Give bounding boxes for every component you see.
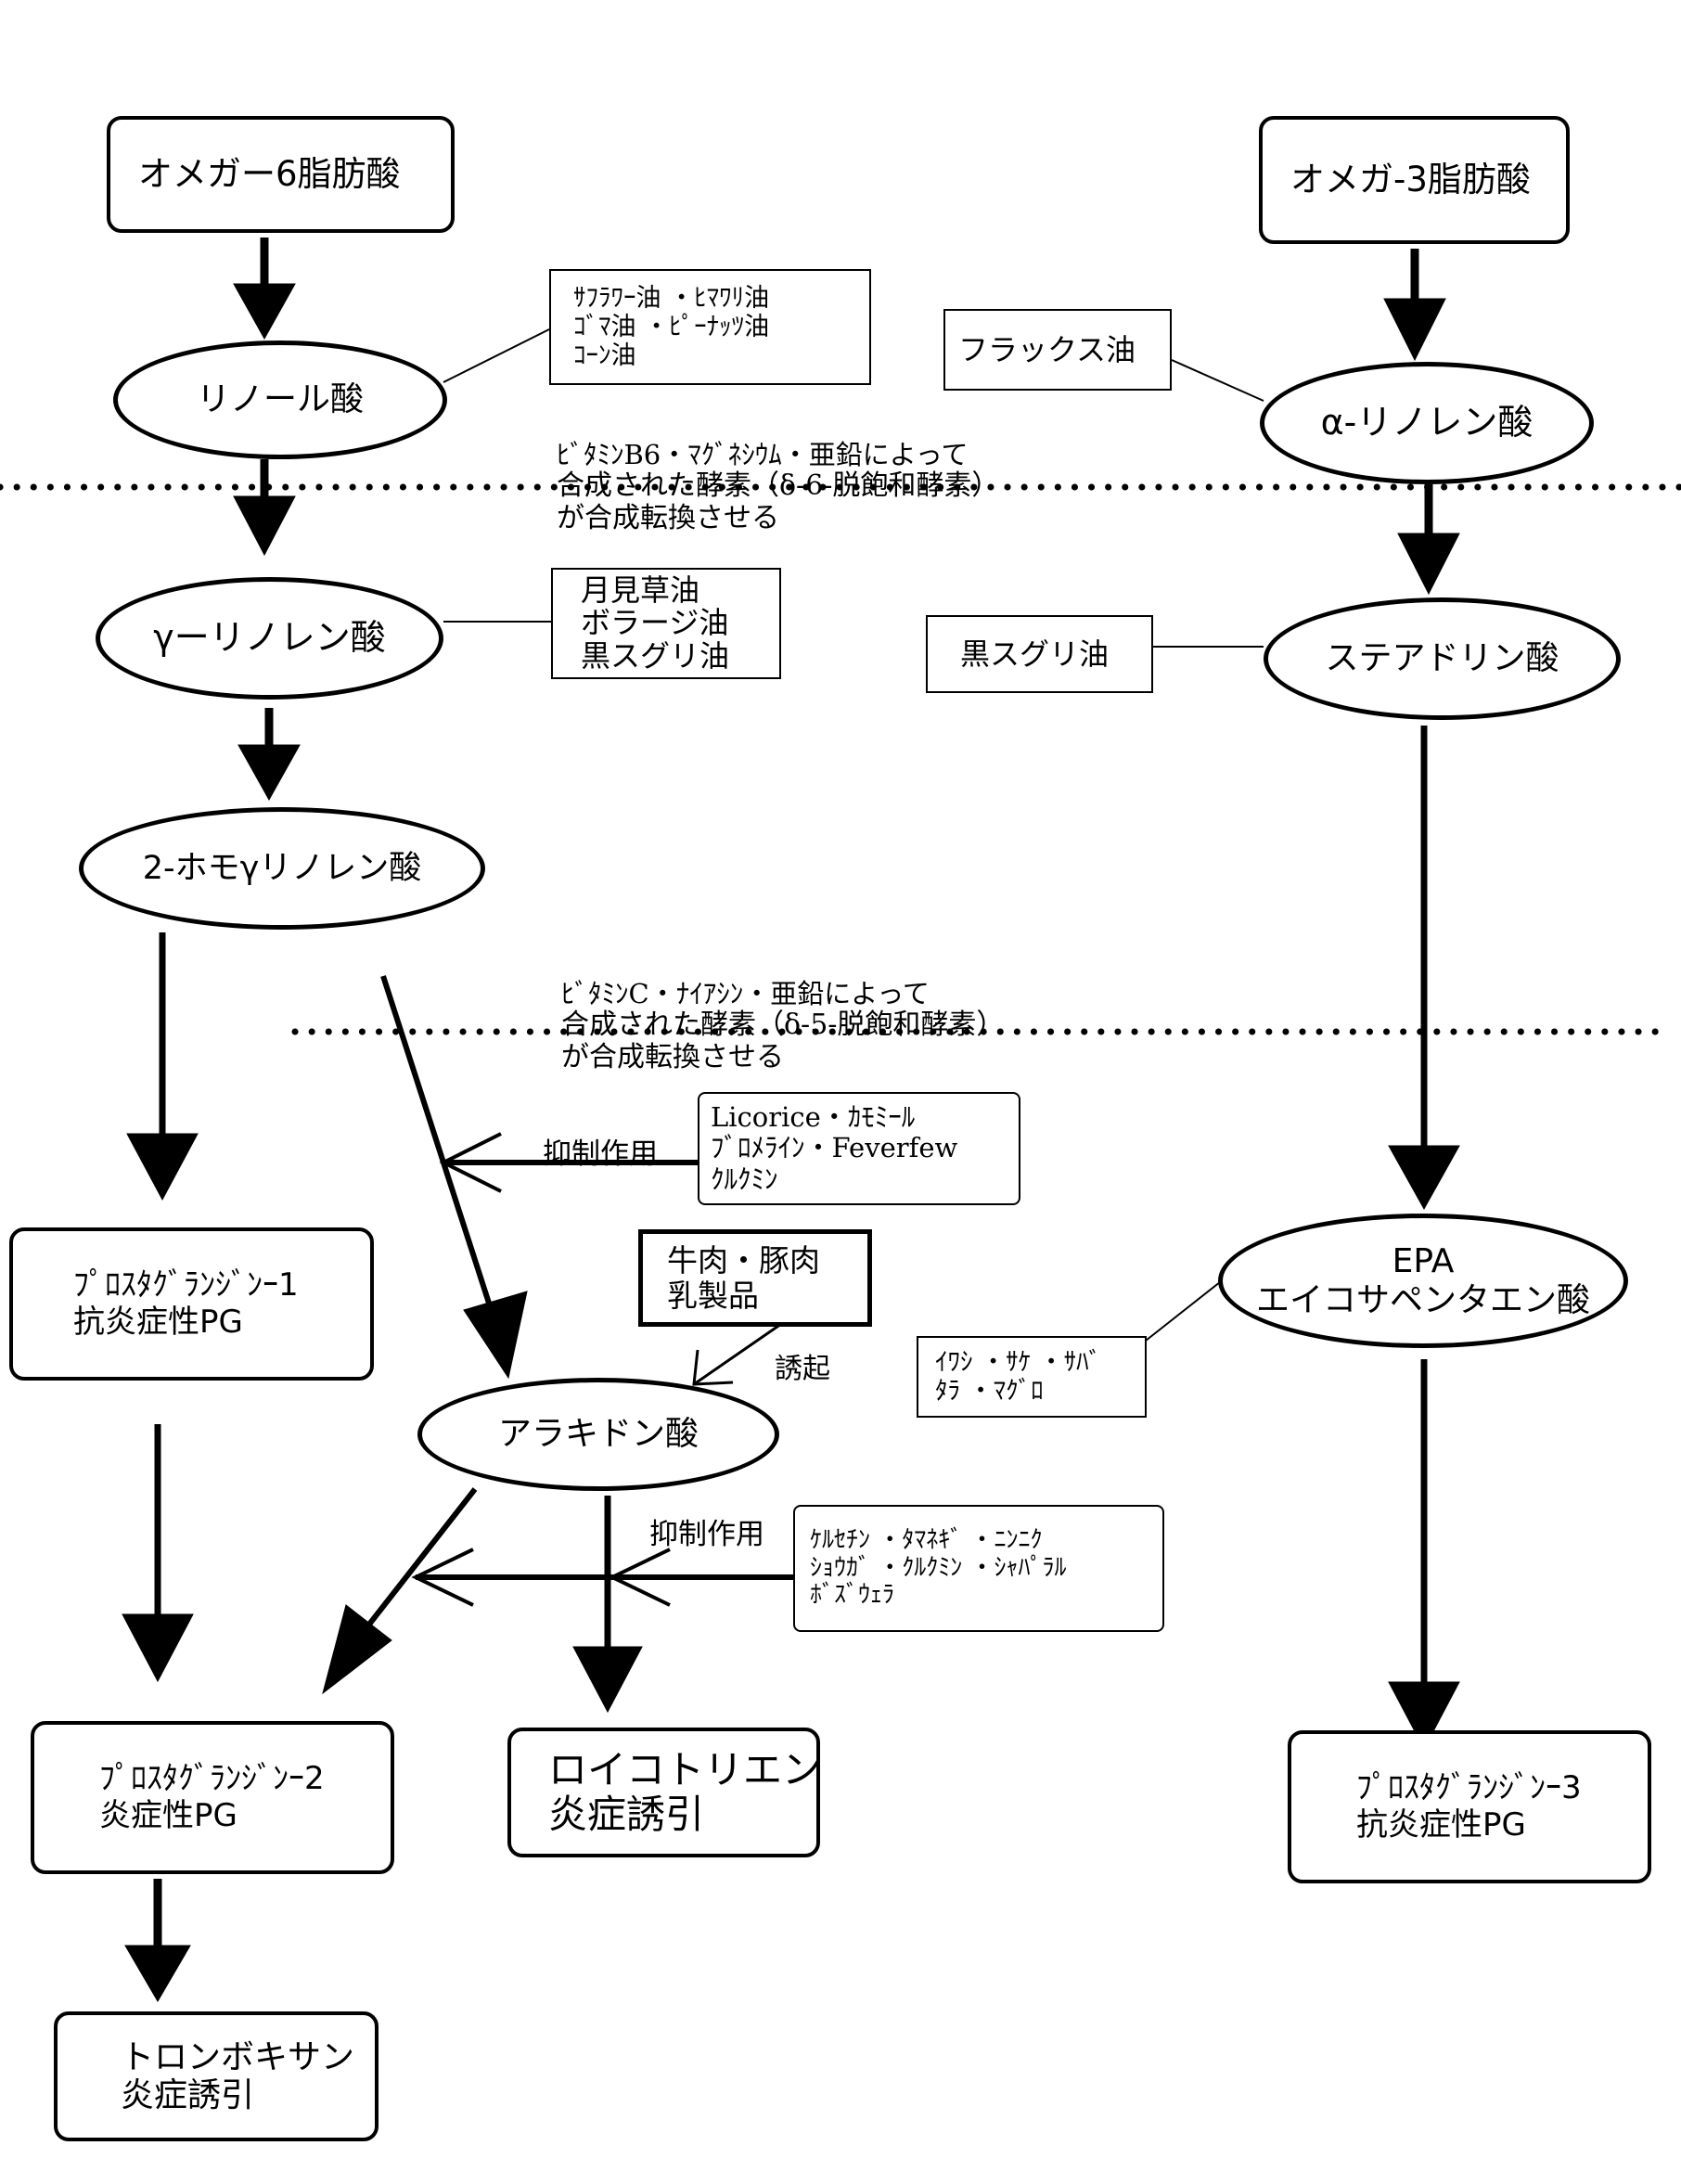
inhibitor1-line1: Licorice・ｶﾓﾐｰﾙ	[711, 1100, 916, 1133]
pg1-box: ﾌﾟﾛｽﾀｸﾞﾗﾝｼﾞﾝｰ1 抗炎症性PG	[9, 1227, 374, 1381]
inhibit2-label: 抑制作用	[649, 1518, 764, 1551]
dihomo-to-arachidonic-arrow	[380, 975, 496, 1318]
pg3-box: ﾌﾟﾛｽﾀｸﾞﾗﾝｼﾞﾝｰ3 抗炎症性PG	[1288, 1730, 1651, 1883]
delta6-note-line3: が合成転換させる	[557, 501, 779, 534]
leukotriene-title: ロイコトリエン	[548, 1746, 822, 1792]
delta5-enzyme-note: ﾋﾞﾀﾐﾝC・ﾅｲｱｼﾝ・亜鉛によって 合成された酵素（δ-5-脱飽和酵素） が…	[561, 978, 1005, 1073]
omega6-label: オメガー6脂肪酸	[138, 153, 401, 194]
linoleic-oval: リノール酸	[113, 340, 447, 459]
pg2-title: ﾌﾟﾛｽﾀｸﾞﾗﾝｼﾞﾝｰ2	[99, 1760, 325, 1798]
omega3-box: オメガ-3脂肪酸	[1259, 116, 1570, 244]
meat-dairy-line1: 牛肉・豚肉	[667, 1241, 820, 1278]
pg2-box: ﾌﾟﾛｽﾀｸﾞﾗﾝｼﾞﾝｰ2 炎症性PG	[31, 1721, 394, 1874]
leukotriene-subtitle: 炎症誘引	[548, 1792, 705, 1837]
meat-dairy-line2: 乳製品	[667, 1277, 759, 1314]
thromboxane-title: トロンボキサン	[121, 2037, 355, 2076]
linoleic-label: リノール酸	[196, 380, 364, 419]
gamma-oils-line1: 月見草油	[581, 572, 700, 609]
fish-line2: ﾀﾗ ・ﾏｸﾞﾛ	[935, 1377, 1044, 1406]
arachidonic-oval: アラキドン酸	[417, 1378, 779, 1491]
fish-box: ｲﾜｼ ・ｻｹ ・ｻﾊﾞ ﾀﾗ ・ﾏｸﾞﾛ	[917, 1336, 1147, 1418]
pg2-subtitle: 炎症性PG	[99, 1796, 237, 1834]
delta5-note-line2: 合成された酵素（δ-5-脱飽和酵素）	[561, 1008, 1005, 1042]
omega6-box: オメガー6脂肪酸	[107, 116, 455, 233]
delta5-note-line3: が合成転換させる	[561, 1040, 784, 1073]
inhibitor2-line2: ｼｮｳｶﾞ ・ｸﾙｸﾐﾝ ・ｼｬﾊﾟﾗﾙ	[810, 1553, 1067, 1582]
dihomo-gamma-oval: 2-ホモγリノレン酸	[79, 807, 485, 930]
omega3-label: オメガ-3脂肪酸	[1290, 159, 1531, 199]
blackcurrant-oil-label: 黒スグリ油	[960, 636, 1110, 672]
fish-connector	[1145, 1278, 1225, 1342]
gamma-oils-box: 月見草油 ボラージ油 黒スグリ油	[551, 568, 781, 679]
linoleic-oils-box: ｻﾌﾗﾜｰ油 ・ﾋﾏﾜﾘ油 ｺﾞﾏ油 ・ﾋﾟｰﾅｯﾂ油 ｺｰﾝ油	[549, 269, 871, 385]
induce-arrow	[693, 1320, 785, 1386]
blackcurrant-oil-box: 黒スグリ油	[926, 615, 1153, 693]
arachidonic-to-pg2-arrow	[366, 1487, 478, 1627]
inhibitor1-line3: ｸﾙｸﾐﾝ	[711, 1163, 778, 1195]
inhibitor2-line1: ｹﾙｾﾁﾝ ・ﾀﾏﾈｷﾞ ・ﾆﾝﾆｸ	[810, 1525, 1043, 1554]
arachidonic-label: アラキドン酸	[497, 1415, 699, 1454]
epa-oval: EPA エイコサペンタエン酸	[1218, 1214, 1628, 1348]
pg1-title: ﾌﾟﾛｽﾀｸﾞﾗﾝｼﾞﾝｰ1	[73, 1266, 299, 1304]
inhibitor1-box: Licorice・ｶﾓﾐｰﾙ ﾌﾞﾛﾒﾗｲﾝ・Feverfew ｸﾙｸﾐﾝ	[698, 1092, 1020, 1205]
inhibit1-label: 抑制作用	[543, 1137, 658, 1171]
delta6-note-line2: 合成された酵素（δ-6-脱飽和酵素）	[557, 469, 1000, 503]
alpha-linolenic-label: α-リノレン酸	[1320, 402, 1533, 443]
delta5-note-line1: ﾋﾞﾀﾐﾝC・ﾅｲｱｼﾝ・亜鉛によって	[561, 978, 930, 1009]
epa-subtitle: エイコサペンタエン酸	[1255, 1280, 1590, 1319]
pg1-subtitle: 抗炎症性PG	[73, 1303, 243, 1341]
gamma-oils-line2: ボラージ油	[581, 605, 729, 641]
leukotriene-box: ロイコトリエン 炎症誘引	[507, 1728, 822, 1857]
dihomo-gamma-label: 2-ホモγリノレン酸	[142, 849, 422, 887]
fish-line1: ｲﾜｼ ・ｻｹ ・ｻﾊﾞ	[935, 1347, 1102, 1377]
inhibitor2-line3: ﾎﾞｽﾞｳｪﾗ	[810, 1581, 895, 1610]
flax-connector	[1171, 359, 1264, 402]
gamma-linolenic-oval: γーリノレン酸	[96, 577, 443, 700]
gamma-oils-line3: 黒スグリ油	[581, 637, 730, 674]
thromboxane-subtitle: 炎症誘引	[121, 2076, 255, 2114]
flax-oil-box: フラックス油	[943, 309, 1172, 391]
meat-dairy-box: 牛肉・豚肉 乳製品	[638, 1229, 872, 1327]
flax-oil-label: フラックス油	[958, 331, 1136, 367]
linoleic-oils-line1: ｻﾌﾗﾜｰ油 ・ﾋﾏﾜﾘ油	[573, 283, 770, 313]
pg3-subtitle: 抗炎症性PG	[1356, 1805, 1526, 1844]
linoleic-oils-line2: ｺﾞﾏ油 ・ﾋﾟｰﾅｯﾂ油	[573, 312, 770, 341]
alpha-linolenic-oval: α-リノレン酸	[1260, 362, 1594, 484]
delta6-enzyme-note: ﾋﾞﾀﾐﾝB6・ﾏｸﾞﾈｼｳﾑ・亜鉛によって 合成された酵素（δ-6-脱飽和酵素…	[557, 439, 1000, 534]
thromboxane-box: トロンボキサン 炎症誘引	[54, 2011, 379, 2141]
induce-label: 誘起	[775, 1353, 830, 1385]
inhibitor2-box: ｹﾙｾﾁﾝ ・ﾀﾏﾈｷﾞ ・ﾆﾝﾆｸ ｼｮｳｶﾞ ・ｸﾙｸﾐﾝ ・ｼｬﾊﾟﾗﾙ …	[793, 1505, 1164, 1632]
stearidonic-oval: ステアドリン酸	[1264, 597, 1621, 720]
inhibitor1-line2: ﾌﾞﾛﾒﾗｲﾝ・Feverfew	[711, 1132, 958, 1164]
gamma-linolenic-label: γーリノレン酸	[153, 617, 386, 659]
stearidonic-label: ステアドリン酸	[1325, 639, 1559, 678]
epa-title: EPA	[1392, 1242, 1455, 1281]
linoleic-oils-connector	[443, 328, 550, 383]
delta6-note-line1: ﾋﾞﾀﾐﾝB6・ﾏｸﾞﾈｼｳﾑ・亜鉛によって	[557, 439, 969, 470]
pg3-title: ﾌﾟﾛｽﾀｸﾞﾗﾝｼﾞﾝｰ3	[1356, 1769, 1582, 1807]
linoleic-oils-line3: ｺｰﾝ油	[573, 341, 636, 371]
